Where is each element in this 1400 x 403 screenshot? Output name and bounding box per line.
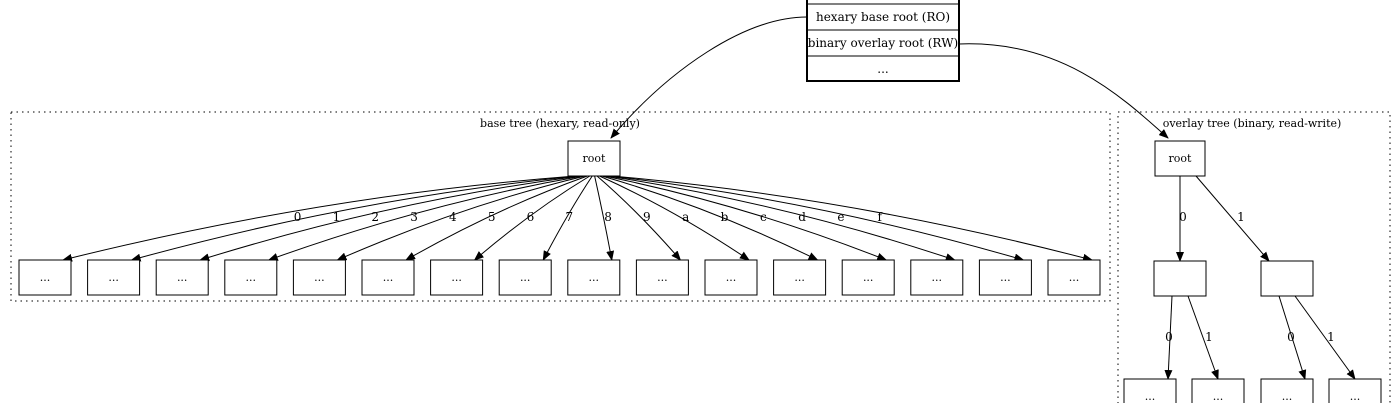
- hexary-base-root-field: hexary base root (RO): [816, 10, 950, 24]
- base-edge-label-8: 8: [604, 210, 612, 224]
- base-child-node-a: ...: [704, 259, 758, 296]
- overlay-leaf-label: ...: [1213, 390, 1224, 403]
- base-edge-label-2: 2: [371, 210, 379, 224]
- base-edge-label-f: f: [878, 210, 884, 224]
- base-edge-0: [62, 175, 576, 262]
- overlay-edge-l2-3: [1294, 295, 1356, 380]
- base-root-node: root: [567, 140, 621, 177]
- base-edge-7: [542, 175, 593, 261]
- base-child-label: ...: [863, 271, 874, 284]
- base-child-node-2: ...: [155, 259, 209, 296]
- base-child-label: ...: [794, 271, 805, 284]
- base-child-node-1: ...: [87, 259, 141, 296]
- base-child-label: ...: [1069, 271, 1080, 284]
- base-edge-label-a: a: [682, 210, 689, 224]
- base-edge-label-b: b: [721, 210, 729, 224]
- base-root-pointer-edge: [610, 16, 808, 139]
- base-child-label: ...: [108, 271, 119, 284]
- base-child-label: ...: [40, 271, 51, 284]
- base-edge-d: [606, 175, 956, 261]
- base-child-node-5: ...: [361, 259, 415, 296]
- base-root-label: root: [583, 152, 607, 165]
- base-edge-b: [601, 175, 819, 261]
- overlay-leaf-node: ...: [1123, 378, 1177, 403]
- binary-overlay-root-field: binary overlay root (RW): [808, 36, 958, 50]
- base-edge-2: [199, 175, 581, 262]
- base-edge-label-0: 0: [294, 210, 302, 224]
- base-child-label: ...: [246, 271, 257, 284]
- base-child-node-3: ...: [224, 259, 278, 296]
- base-edge-9: [596, 175, 682, 261]
- base-edge-e: [608, 175, 1025, 262]
- overlay-leaf-node: ...: [1191, 378, 1245, 403]
- overlay-edge-l2-0: [1164, 295, 1173, 380]
- base-edge-label-7: 7: [565, 210, 573, 224]
- overlay-leaf-label: ...: [1350, 390, 1361, 403]
- overlay-edge-l2-2: [1278, 295, 1307, 380]
- base-child-label: ...: [383, 271, 394, 284]
- base-child-label: ...: [177, 271, 188, 284]
- overlay-edge-label-1: 1: [1237, 210, 1245, 224]
- base-child-label: ...: [520, 271, 531, 284]
- overlay-leaf-label: ...: [1145, 390, 1156, 403]
- overlay-edge-label-l2-1: 1: [1205, 330, 1213, 344]
- overlay-edge-l2-1: [1187, 295, 1219, 380]
- base-edge-4: [336, 175, 586, 261]
- base-edge-label-d: d: [798, 210, 806, 224]
- base-child-node-4: ...: [292, 259, 346, 296]
- base-child-label: ...: [589, 271, 600, 284]
- base-child-label: ...: [657, 271, 668, 284]
- overlay-edge-label-l2-3: 1: [1327, 330, 1335, 344]
- base-child-node-9: ...: [635, 259, 689, 296]
- base-edge-1: [130, 175, 578, 262]
- state-root-table: hexary base root (RO) binary overlay roo…: [806, 0, 960, 82]
- base-edge-label-4: 4: [449, 210, 457, 224]
- overlay-root-pointer-edge: [958, 43, 1169, 139]
- base-child-node-b: ...: [773, 259, 827, 296]
- base-edge-label-6: 6: [527, 210, 535, 224]
- base-child-label: ...: [451, 271, 462, 284]
- overlay-edge-label-l2-0: 0: [1165, 330, 1173, 344]
- base-child-node-8: ...: [567, 259, 621, 296]
- overlay-edge-label-l2-2: 0: [1287, 330, 1295, 344]
- base-edge-label-9: 9: [643, 210, 651, 224]
- base-edge-c: [604, 175, 888, 261]
- base-edge-label-e: e: [837, 210, 844, 224]
- base-child-node-c: ...: [841, 259, 895, 296]
- base-edge-label-1: 1: [333, 210, 341, 224]
- base-edge-f: [611, 175, 1093, 262]
- base-child-node-0: ...: [18, 259, 72, 296]
- overlay-root-label: root: [1169, 152, 1193, 165]
- base-edge-label-c: c: [760, 210, 767, 224]
- base-child-node-7: ...: [498, 259, 552, 296]
- base-edge-label-3: 3: [410, 210, 418, 224]
- base-child-node-d: ...: [910, 259, 964, 296]
- overlay-inner-node: [1260, 260, 1314, 297]
- base-edge-a: [599, 175, 750, 261]
- base-child-label: ...: [314, 271, 325, 284]
- base-child-node-f: ...: [1047, 259, 1101, 296]
- overlay-leaf-node: ...: [1260, 378, 1314, 403]
- base-edge-8: [594, 175, 615, 261]
- overlay-root-node: root: [1154, 140, 1206, 177]
- overlay-tree-title: overlay tree (binary, read-write): [1163, 117, 1342, 130]
- overlay-leaf-node: ...: [1328, 378, 1382, 403]
- base-edge-5: [405, 175, 588, 261]
- base-edge-label-5: 5: [488, 210, 496, 224]
- overlay-edge-root-1: [1195, 175, 1270, 262]
- base-child-node-6: ...: [430, 259, 484, 296]
- base-tree-cluster: [10, 111, 1111, 302]
- overlay-leaf-label: ...: [1282, 390, 1293, 403]
- base-child-label: ...: [726, 271, 737, 284]
- overlay-inner-node: [1153, 260, 1207, 297]
- base-child-label: ...: [1000, 271, 1011, 284]
- base-edge-6: [473, 175, 591, 261]
- base-child-label: ...: [932, 271, 943, 284]
- table-ellipsis-row: ...: [877, 62, 888, 76]
- overlay-edge-label-0: 0: [1179, 210, 1187, 224]
- base-child-node-e: ...: [978, 259, 1032, 296]
- base-tree-title: base tree (hexary, read-only): [480, 117, 640, 130]
- base-edge-3: [267, 175, 583, 261]
